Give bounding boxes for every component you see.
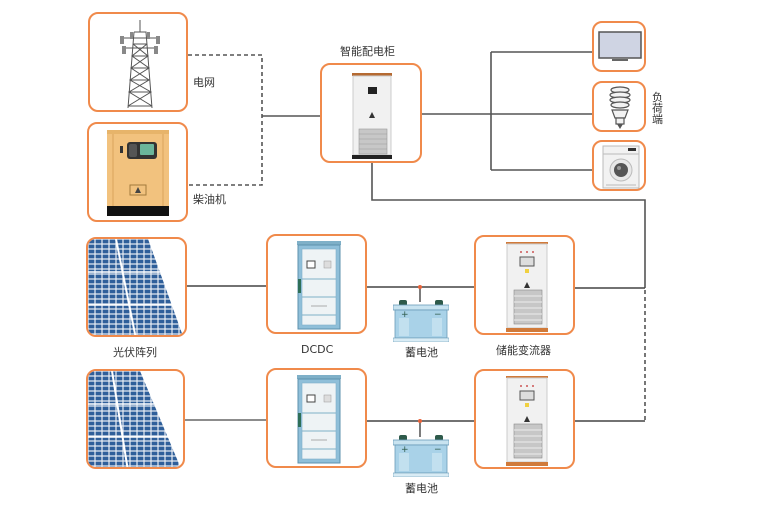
battery-minus-sign: −	[434, 310, 442, 320]
dcdc-cabinet-icon	[297, 375, 341, 464]
row1-junction-dot	[418, 285, 422, 289]
battery-icon: + −	[392, 435, 450, 478]
row1-dcdc-label: DCDC	[301, 343, 334, 356]
power-tower-icon	[120, 20, 160, 109]
washing-machine-icon	[602, 145, 640, 189]
diesel-label: 柴油机	[193, 193, 226, 206]
row2-junction-dot	[418, 419, 422, 423]
grid-box	[88, 12, 188, 112]
load-tv-box	[592, 21, 646, 72]
dcdc-cabinet-icon	[297, 241, 341, 330]
row1-pv-label: 光伏阵列	[113, 346, 157, 359]
grid-dashed-link	[188, 54, 263, 186]
light-bulb-icon	[609, 86, 631, 129]
row1-battery-label: 蓄电池	[405, 346, 438, 359]
load-label: 负荷端	[652, 91, 663, 126]
row1-pcs-box	[474, 235, 575, 335]
distribution-cabinet-box	[320, 63, 422, 163]
row2-dcdc-box	[266, 368, 367, 468]
battery-icon: + −	[392, 300, 450, 343]
row1-pcs-label: 储能变流器	[496, 344, 551, 357]
solar-panel-icon	[88, 371, 181, 467]
battery-minus-sign: −	[434, 445, 442, 455]
distribution-cabinet-icon	[352, 73, 392, 159]
row1-battery: + −	[392, 300, 450, 343]
load-washer-box	[592, 140, 646, 191]
row1-pv-box	[86, 237, 187, 337]
row2-battery-label: 蓄电池	[405, 482, 438, 495]
grid-label: 电网	[193, 76, 215, 89]
pcs-cabinet-icon	[506, 242, 548, 332]
row1-dcdc-box	[266, 234, 367, 334]
row2-pcs-box	[474, 369, 575, 469]
battery-plus-sign: +	[401, 310, 409, 320]
load-bulb-box	[592, 81, 646, 132]
diesel-box	[87, 122, 188, 222]
row2-pv-box	[86, 369, 185, 469]
row2-battery: + −	[392, 435, 450, 478]
distribution-cabinet-label: 智能配电柜	[340, 45, 395, 58]
solar-panel-icon	[88, 239, 183, 335]
pcs-cabinet-icon	[506, 376, 548, 466]
battery-plus-sign: +	[401, 445, 409, 455]
tv-icon	[598, 31, 642, 61]
cabinet-to-storage-wire	[371, 163, 646, 288]
diesel-generator-icon	[107, 130, 169, 216]
